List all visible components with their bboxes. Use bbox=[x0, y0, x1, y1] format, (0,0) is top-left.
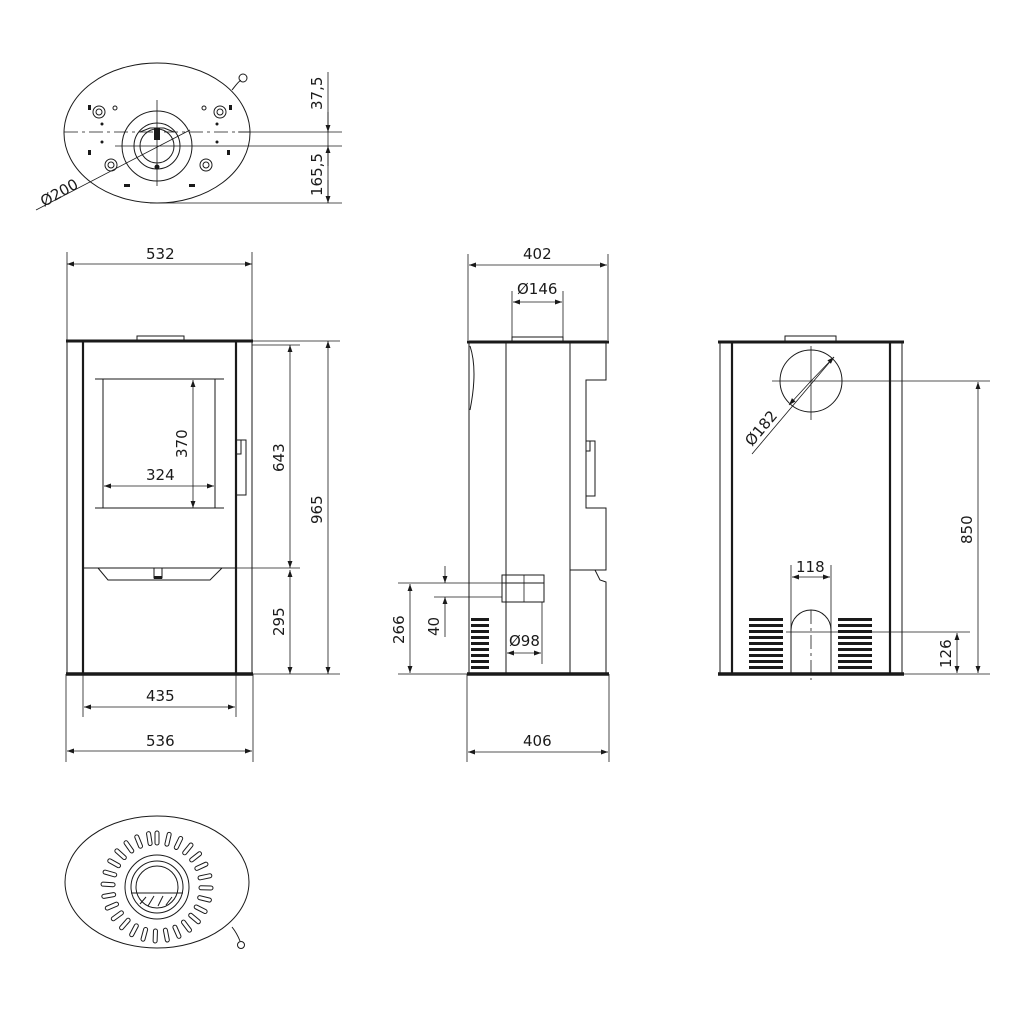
dim-inner-width: 435 bbox=[146, 687, 175, 705]
dim-window-height: 370 bbox=[173, 429, 191, 458]
dim-door-height: 643 bbox=[270, 443, 288, 472]
dim-rear-inlet-height: 126 bbox=[937, 639, 955, 668]
dim-air-inlet-offset: 40 bbox=[425, 617, 443, 636]
dim-offset-top: 37,5 bbox=[308, 77, 326, 110]
side-vent-slots bbox=[471, 618, 489, 669]
dim-top-flue-diameter: Ø146 bbox=[517, 280, 557, 298]
rear-vent-slots bbox=[749, 618, 872, 669]
dim-base-width: 536 bbox=[146, 732, 175, 750]
dim-air-inlet-diameter: Ø98 bbox=[509, 632, 540, 650]
dim-base-depth: 406 bbox=[523, 732, 552, 750]
bottom-air-slots bbox=[100, 830, 214, 944]
dim-lower-height: 295 bbox=[270, 607, 288, 636]
side-view: 402 Ø146 bbox=[390, 245, 610, 762]
top-view: Ø200 37,5 165,5 bbox=[35, 62, 342, 210]
bottom-view bbox=[64, 815, 250, 949]
dim-top-diameter: Ø200 bbox=[37, 175, 81, 210]
dim-window-width: 324 bbox=[146, 466, 175, 484]
front-view: 532 370 324 643 295 bbox=[65, 245, 340, 762]
dim-top-depth: 402 bbox=[523, 245, 552, 263]
dim-total-height: 965 bbox=[308, 495, 326, 524]
bolt-holes bbox=[88, 105, 232, 187]
dim-top-width: 532 bbox=[146, 245, 175, 263]
dim-offset-bottom: 165,5 bbox=[308, 153, 326, 196]
rear-view: Ø182 118 126 850 bbox=[718, 335, 990, 680]
dim-rear-inlet-width: 118 bbox=[796, 558, 825, 576]
dim-rear-flue-height: 850 bbox=[958, 515, 976, 544]
dim-air-inlet-height: 266 bbox=[390, 615, 408, 644]
